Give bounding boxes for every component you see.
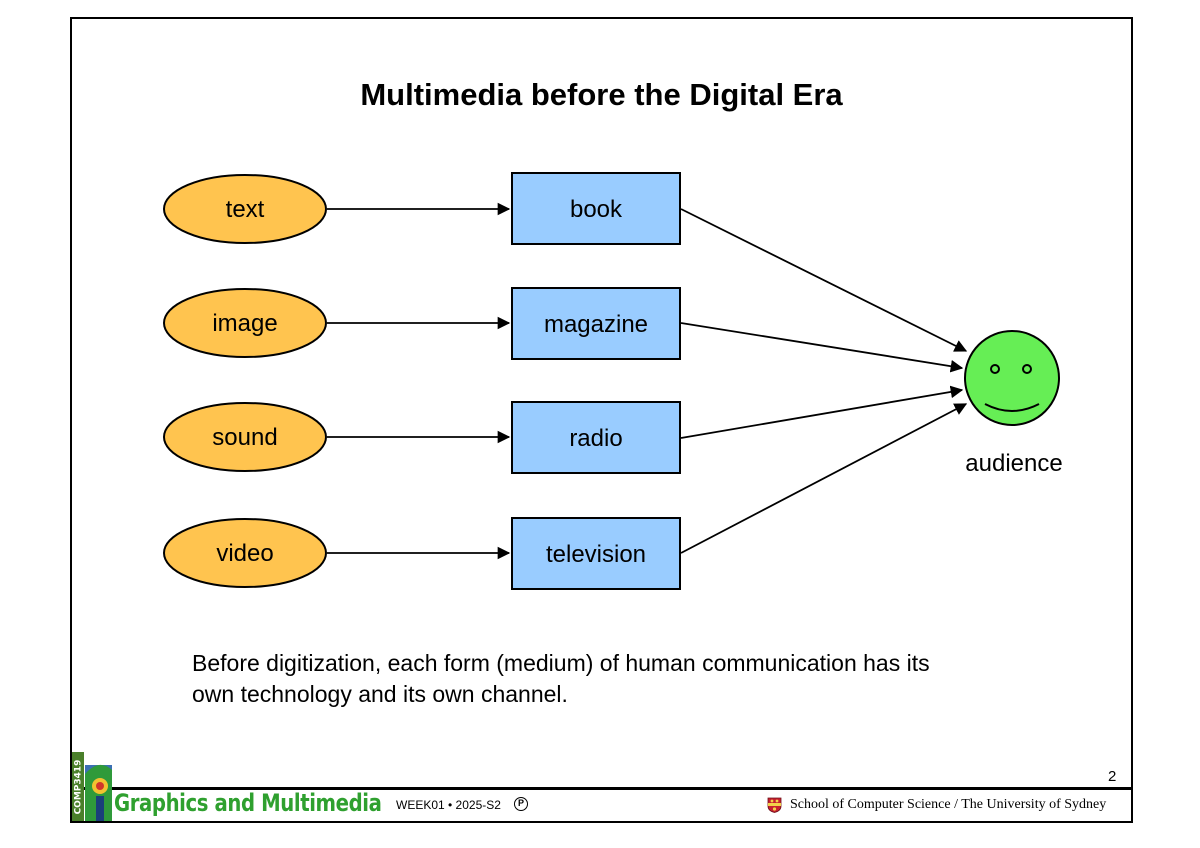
media-form-label: sound — [212, 424, 277, 451]
media-form-label: image — [212, 310, 277, 337]
arrow-book-to-audience — [680, 208, 968, 352]
week-label: WEEK01 • 2025-S2 — [396, 798, 501, 812]
media-form-video: video — [163, 518, 327, 588]
media-form-label: text — [226, 196, 265, 223]
media-form-sound: sound — [163, 402, 327, 472]
caption-line-1: Before digitization, each form (medium) … — [192, 650, 930, 676]
technology-label: television — [546, 541, 646, 568]
audience-smiley-icon — [964, 330, 1060, 426]
page-number: 2 — [1108, 768, 1117, 785]
slide-caption: Before digitization, each form (medium) … — [192, 648, 1072, 710]
caption-line-2: own technology and its own channel. — [192, 681, 568, 707]
course-name: Graphics and Multimedia — [114, 789, 382, 817]
course-logo-icon — [85, 764, 112, 821]
technology-book: book — [511, 172, 681, 245]
technology-label: magazine — [544, 311, 648, 338]
technology-radio: radio — [511, 401, 681, 474]
course-code-badge: COMP3419 — [72, 752, 84, 821]
arrow-television-to-audience — [680, 403, 968, 554]
media-form-label: video — [216, 540, 273, 567]
slide-title: Multimedia before the Digital Era — [360, 77, 843, 112]
arrow-magazine-to-audience — [680, 322, 964, 373]
media-form-image: image — [163, 288, 327, 358]
technology-television: television — [511, 517, 681, 590]
audience-label: audience — [965, 450, 1062, 477]
technology-label: book — [570, 196, 623, 223]
media-form-text: text — [163, 174, 327, 244]
arrow-radio-to-audience — [680, 385, 964, 439]
copyright-icon: P — [514, 797, 528, 811]
footer-divider — [70, 787, 1133, 790]
technology-label: radio — [569, 425, 622, 452]
technology-magazine: magazine — [511, 287, 681, 360]
university-crest-icon — [767, 797, 782, 813]
school-label: School of Computer Science / The Univers… — [790, 797, 1107, 812]
